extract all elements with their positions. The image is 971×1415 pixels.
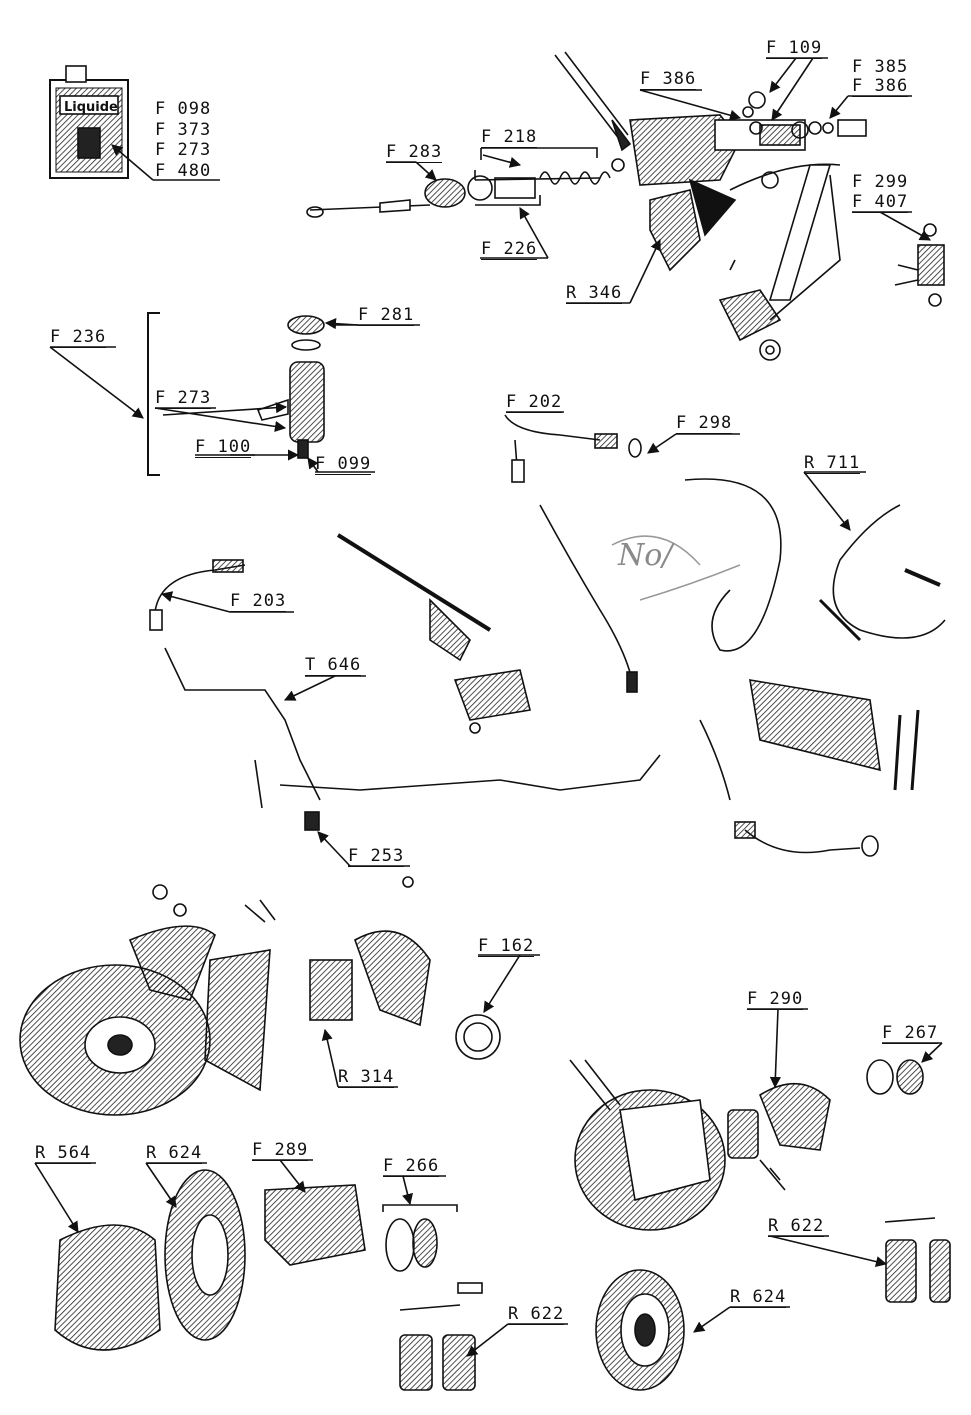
rear-disc-and-pads xyxy=(595,1217,951,1391)
part-label-f290: F 290 xyxy=(747,989,804,1010)
handbrake-mechanism xyxy=(336,533,920,857)
part-label-f299: F 299 xyxy=(852,172,909,192)
part-label-r314: R 314 xyxy=(338,1067,395,1088)
part-label-f100: F 100 xyxy=(195,437,252,458)
handwritten-note: No/ xyxy=(618,538,673,573)
part-label-f480: F 480 xyxy=(155,161,212,181)
part-label-f289: F 289 xyxy=(252,1140,309,1161)
part-label-f385: F 385 xyxy=(852,57,909,77)
part-label-f373: F 373 xyxy=(155,120,212,140)
part-label-f267: F 267 xyxy=(882,1023,939,1044)
fluid-reservoir xyxy=(256,315,325,459)
part-label-f226: F 226 xyxy=(481,239,538,260)
rigid-brake-lines xyxy=(149,559,661,831)
front-brake-disc-group xyxy=(19,876,501,1116)
fluid-can-label: Liquide xyxy=(64,100,118,115)
part-label-f273-reservoir: F 273 xyxy=(155,388,212,409)
part-label-f098: F 098 xyxy=(155,99,212,119)
part-label-f298: F 298 xyxy=(676,413,733,434)
part-label-r624-left: R 624 xyxy=(146,1143,203,1164)
part-label-t646: T 646 xyxy=(305,655,362,676)
part-label-r622-left: R 622 xyxy=(508,1304,565,1325)
part-label-r564: R 564 xyxy=(35,1143,92,1164)
part-label-f281: F 281 xyxy=(358,305,415,326)
brake-hoses-cables xyxy=(504,414,946,693)
part-label-r346: R 346 xyxy=(566,283,623,304)
part-label-f109: F 109 xyxy=(766,38,823,59)
part-label-f203: F 203 xyxy=(230,591,287,612)
brake-fluid-can xyxy=(49,65,129,179)
part-label-f253: F 253 xyxy=(348,846,405,867)
rear-brake-backplate-group xyxy=(54,1169,483,1391)
brake-distributor xyxy=(894,223,945,307)
part-label-f162: F 162 xyxy=(478,936,535,957)
part-label-r622-right: R 622 xyxy=(768,1216,825,1237)
part-label-f386-right: F 386 xyxy=(852,76,909,97)
part-label-f407: F 407 xyxy=(852,192,909,213)
part-label-f283: F 283 xyxy=(386,142,443,163)
part-label-f202: F 202 xyxy=(506,392,563,413)
part-label-r624-right: R 624 xyxy=(730,1287,787,1308)
master-cylinder-assembly xyxy=(306,51,867,272)
part-label-r711: R 711 xyxy=(804,453,861,474)
part-label-f273: F 273 xyxy=(155,140,212,160)
part-label-f386-left: F 386 xyxy=(640,69,697,90)
part-label-f266: F 266 xyxy=(383,1156,440,1177)
brake-pedal-assembly xyxy=(718,163,841,361)
part-label-f099: F 099 xyxy=(315,454,372,475)
rear-brake-disc-group xyxy=(569,1059,924,1231)
part-label-f218: F 218 xyxy=(481,127,538,148)
part-label-f236: F 236 xyxy=(50,327,107,348)
